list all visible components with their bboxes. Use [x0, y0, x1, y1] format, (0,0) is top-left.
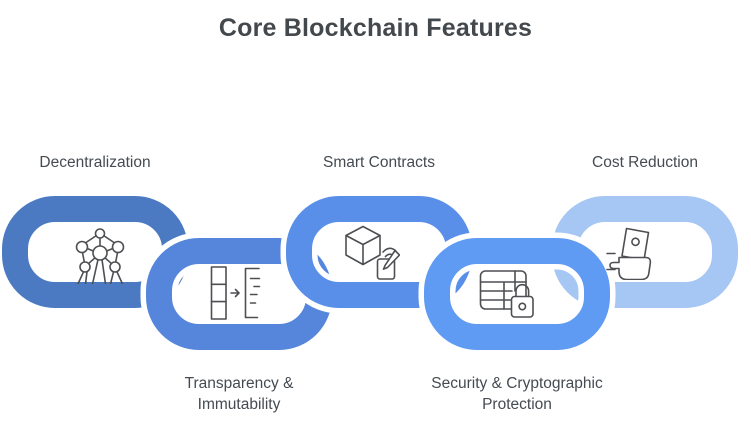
label-decentralization: Decentralization	[39, 154, 151, 171]
label-smart-contracts: Smart Contracts	[323, 154, 435, 171]
network-nodes-icon	[75, 228, 125, 284]
chain-link-security	[418, 232, 616, 356]
contract-box-icon	[345, 225, 400, 280]
cost-reduction-hand-icon	[606, 227, 652, 280]
label-transparency-immutability: Transparency & Immutability	[184, 375, 294, 413]
label-security-cryptographic: Security & Cryptographic Protection	[431, 375, 603, 413]
diagram-title: Core Blockchain Features	[218, 14, 533, 42]
label-cost-reduction: Cost Reduction	[592, 154, 698, 171]
database-lock-icon	[479, 270, 534, 318]
blocks-to-ledger-icon	[210, 266, 261, 320]
